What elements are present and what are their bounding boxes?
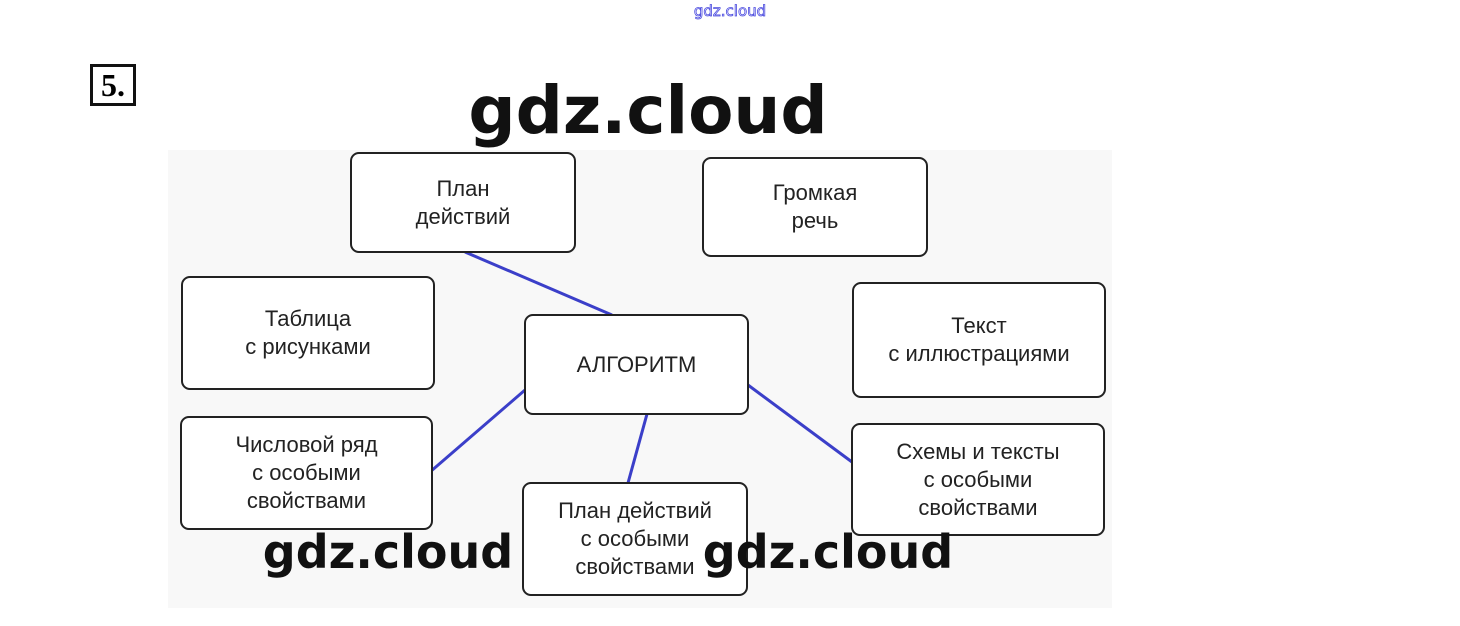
watermark-large: gdz.cloud bbox=[468, 72, 828, 149]
task-number: 5. bbox=[90, 64, 136, 106]
connector-plan-special bbox=[626, 413, 649, 484]
connector-plan bbox=[464, 250, 613, 317]
watermark-left: gdz.cloud bbox=[262, 525, 514, 579]
connector-schemes bbox=[747, 383, 853, 464]
node-speech: Громкая речь bbox=[702, 157, 928, 257]
node-plan: План действий bbox=[350, 152, 576, 253]
node-number-row: Числовой ряд с особыми свойствами bbox=[180, 416, 433, 530]
node-algorithm: АЛГОРИТМ bbox=[524, 314, 749, 415]
node-plan-special: План действий с особыми свойствами bbox=[522, 482, 748, 596]
node-table: Таблица с рисунками bbox=[181, 276, 435, 390]
watermark-top: gdz.cloud bbox=[693, 2, 767, 21]
watermark-right: gdz.cloud bbox=[702, 525, 954, 579]
node-text-illustrations: Текст с иллюстрациями bbox=[852, 282, 1106, 398]
connector-number-row bbox=[429, 388, 526, 474]
node-schemes: Схемы и тексты с особыми свойствами bbox=[851, 423, 1105, 536]
